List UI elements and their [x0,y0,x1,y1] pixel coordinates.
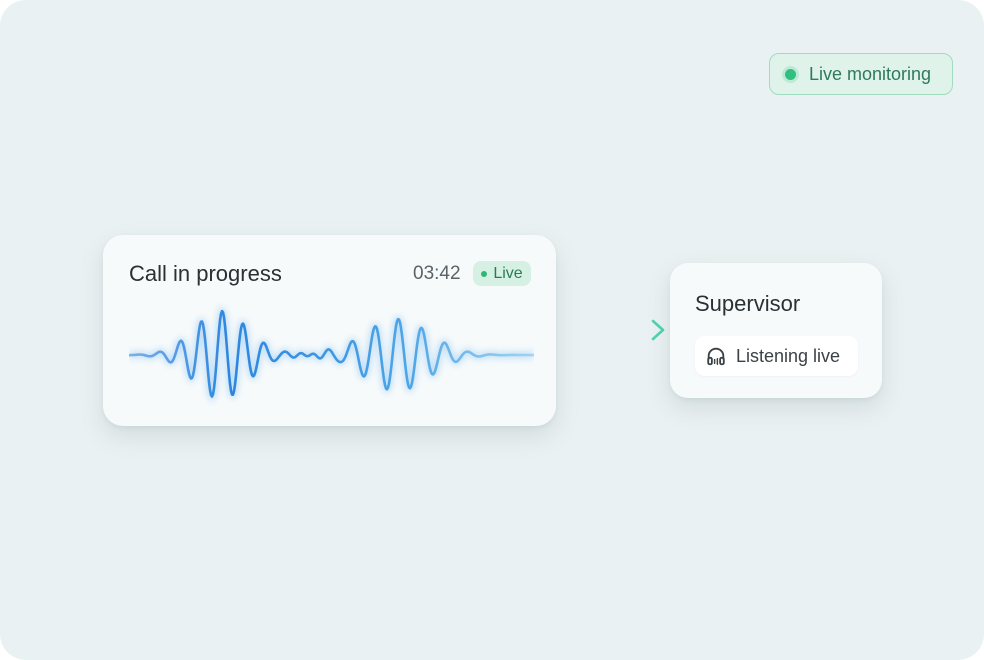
call-card: Call in progress 03:42 Live [103,235,556,426]
live-monitoring-badge: Live monitoring [769,53,953,95]
live-badge: Live [473,261,531,286]
listening-status-chip: Listening live [695,336,858,376]
call-timer: 03:42 [413,263,461,284]
listening-status-label: Listening live [736,345,841,366]
arrow-right-icon [556,319,665,341]
live-badge-label: Live [493,264,523,282]
live-monitoring-label: Live monitoring [809,63,932,84]
live-dot-icon [481,270,488,277]
supervisor-title: Supervisor [695,291,801,316]
status-dot-icon [785,68,796,80]
audio-waveform-icon [129,305,534,403]
supervisor-card: Supervisor Listening live [670,263,882,398]
headphones-icon [707,347,725,366]
call-title: Call in progress [129,261,282,286]
